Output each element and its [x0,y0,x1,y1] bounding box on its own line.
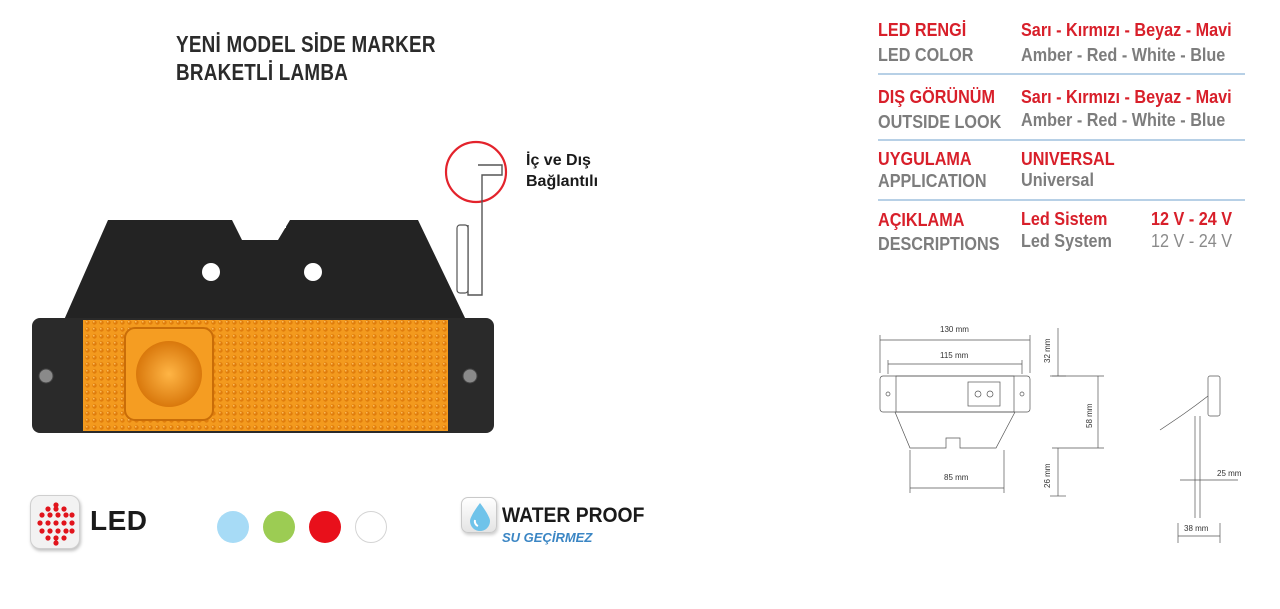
mounting-callout-illustration [444,140,508,296]
spec-application-value-tr: UNIVERSAL [1021,149,1115,169]
side-marker-lamp-image [32,220,494,433]
led-icon [30,495,80,549]
color-swatch-green [263,511,295,543]
technical-drawing: 130 mm 115 mm 85 mm 32 mm 58 mm 26 mm 25… [879,325,1242,543]
water-proof-subtitle: SU GEÇİRMEZ [502,530,593,545]
dim-width-outer: 130 mm [940,325,969,334]
spec-description-value-tr: Led Sistem [1021,209,1108,229]
dim-side-base: 38 mm [1184,524,1209,533]
dim-height-total: 58 mm [1085,403,1094,428]
spec-outside-look-label-en: OUTSIDE LOOK [878,112,1002,132]
water-drop-icon [461,497,497,533]
spec-voltage-tr: 12 V - 24 V [1151,209,1233,229]
product-title-line1: YENİ MODEL SİDE MARKER [176,31,436,57]
product-title-line2: BRAKETLİ LAMBA [176,59,349,85]
spec-outside-look-value-en: Amber - Red - White - Blue [1021,110,1226,130]
product-title: YENİ MODEL SİDE MARKER BRAKETLİ LAMBA [176,30,436,86]
spec-led-color-label-en: LED COLOR [878,45,974,65]
spec-divider [878,199,1245,201]
dim-bracket-width: 85 mm [944,473,969,482]
led-label: LED [90,505,148,536]
spec-application-label-en: APPLICATION [878,171,987,191]
spec-voltage-en: 12 V - 24 V [1151,231,1233,251]
spec-outside-look-value-tr: Sarı - Kırmızı - Beyaz - Mavi [1021,87,1232,107]
spec-led-color-value-en: Amber - Red - White - Blue [1021,45,1226,65]
spec-divider [878,73,1245,75]
dim-height-lamp: 32 mm [1043,338,1052,363]
spec-led-color-label-tr: LED RENGİ [878,20,967,40]
dim-width-inner: 115 mm [940,351,969,360]
spec-led-color-value-tr: Sarı - Kırmızı - Beyaz - Mavi [1021,20,1232,40]
dim-bracket-height: 26 mm [1043,463,1052,488]
water-proof-title: WATER PROOF [502,504,645,527]
color-swatch-blue [217,511,249,543]
color-swatch-white [355,511,387,543]
spec-description-label-tr: AÇIKLAMA [878,210,965,230]
spec-divider [878,139,1245,141]
dim-side-depth: 25 mm [1217,469,1242,478]
spec-description-value-en: Led System [1021,231,1112,251]
spec-description-label-en: DESCRIPTIONS [878,234,1000,254]
mounting-callout-text: İç ve Dış Bağlantılı [526,150,598,192]
spec-outside-look-label-tr: DIŞ GÖRÜNÜM [878,87,995,107]
spec-application-value-en: Universal [1021,170,1094,190]
color-swatch-red [309,511,341,543]
callout-line1: İç ve Dış [526,152,591,169]
spec-application-label-tr: UYGULAMA [878,149,972,169]
callout-line2: Bağlantılı [526,173,599,190]
